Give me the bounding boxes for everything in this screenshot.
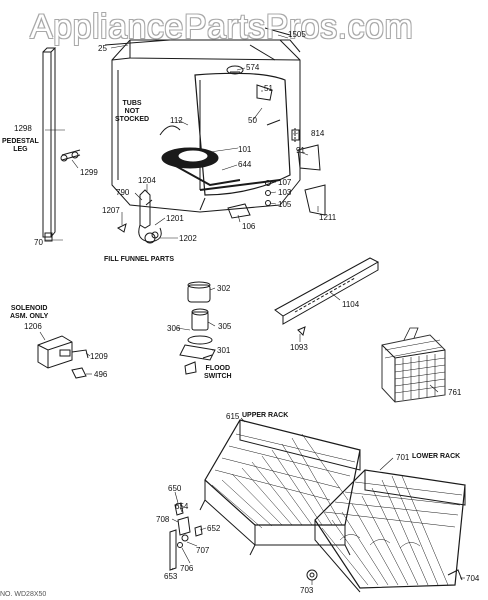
part-label: 1209 — [90, 352, 108, 361]
part-label: 706 — [180, 564, 194, 573]
caption-line: STOCKED — [115, 116, 150, 123]
part-label: 701 — [396, 453, 410, 462]
part-label: 105 — [278, 200, 292, 209]
fill-funnel-drawing — [117, 189, 162, 244]
part-label: 101 — [238, 145, 252, 154]
upper-rack-drawing — [199, 419, 361, 556]
part-label: 70 — [34, 238, 43, 247]
part-label: 25 — [98, 44, 107, 53]
part-label: 654 — [175, 502, 189, 511]
caption-fill-funnel-parts: FILL FUNNEL PARTS — [104, 256, 174, 263]
part-label: 306 — [167, 324, 181, 333]
part-label: 1299 — [80, 168, 98, 177]
caption-lower-rack: LOWER RACK — [412, 453, 461, 460]
flood-switch-drawing — [179, 281, 216, 375]
part-label: 1204 — [138, 176, 156, 185]
silverware-basket-drawing — [381, 327, 446, 403]
part-label: 707 — [196, 546, 210, 555]
channel-bracket-drawing — [274, 257, 380, 336]
leader-lines — [39, 34, 465, 585]
caption-line: FLOOD — [205, 365, 231, 372]
part-label: 1298 — [14, 124, 32, 133]
caption-upper-rack: UPPER RACK — [242, 412, 289, 419]
part-label: 653 — [164, 572, 178, 581]
part-label: 650 — [168, 484, 182, 493]
corner-note: NO. WD28X50 — [0, 591, 47, 598]
part-label: 1206 — [24, 322, 42, 331]
part-label: 301 — [217, 346, 231, 355]
caption-line: LEG — [13, 146, 28, 153]
part-label: 703 — [300, 586, 314, 595]
part-label: 615 — [226, 412, 240, 421]
part-label: 305 — [218, 322, 232, 331]
part-label: 496 — [94, 370, 108, 379]
part-label: 1207 — [102, 206, 120, 215]
part-label: 51 — [264, 84, 273, 93]
caption-line: SWITCH — [204, 373, 232, 380]
lower-rack-drawing — [306, 469, 466, 593]
part-label: 103 — [278, 188, 292, 197]
hinge-parts-drawing — [227, 180, 326, 219]
part-label: 1505 — [288, 30, 306, 39]
part-label: 1202 — [179, 234, 197, 243]
part-label: 814 — [311, 129, 325, 138]
part-label: 1201 — [166, 214, 184, 223]
part-label: 652 — [207, 524, 221, 533]
rack-adjuster-drawing — [169, 502, 203, 571]
part-label: 302 — [217, 284, 231, 293]
caption-tubs-not-stocked: TUBS NOT STOCKED — [115, 100, 149, 124]
pedestal-leg-drawing — [42, 47, 81, 242]
caption-flood-switch: FLOOD SWITCH — [204, 365, 232, 381]
caption-line: SOLENOID — [10, 305, 48, 312]
part-label: 107 — [278, 178, 292, 187]
caption-line: TUBS — [122, 100, 142, 107]
part-label: 704 — [466, 574, 480, 583]
part-label: 112 — [170, 116, 183, 125]
caption-solenoid: SOLENOID ASM. ONLY — [10, 305, 48, 321]
caption-line: NOT — [124, 108, 140, 115]
tub-assembly-drawing — [104, 27, 321, 213]
caption-line: PEDESTAL — [2, 138, 39, 145]
part-label: 50 — [248, 116, 257, 125]
part-label: 761 — [448, 388, 462, 397]
part-label: 106 — [242, 222, 256, 231]
part-label: 1093 — [290, 343, 308, 352]
part-label: 574 — [246, 63, 260, 72]
part-label: 644 — [238, 160, 252, 169]
part-label: 790 — [116, 188, 130, 197]
part-label: 91 — [296, 146, 305, 155]
watermark: AppliancePartsPros.com — [30, 8, 414, 46]
caption-pedestal-leg: PEDESTAL LEG — [2, 138, 39, 154]
part-label: 1211 — [319, 213, 337, 222]
caption-line: ASM. ONLY — [10, 313, 49, 320]
solenoid-drawing — [37, 335, 89, 379]
part-label: 1104 — [342, 300, 360, 309]
part-label: 708 — [156, 515, 170, 524]
